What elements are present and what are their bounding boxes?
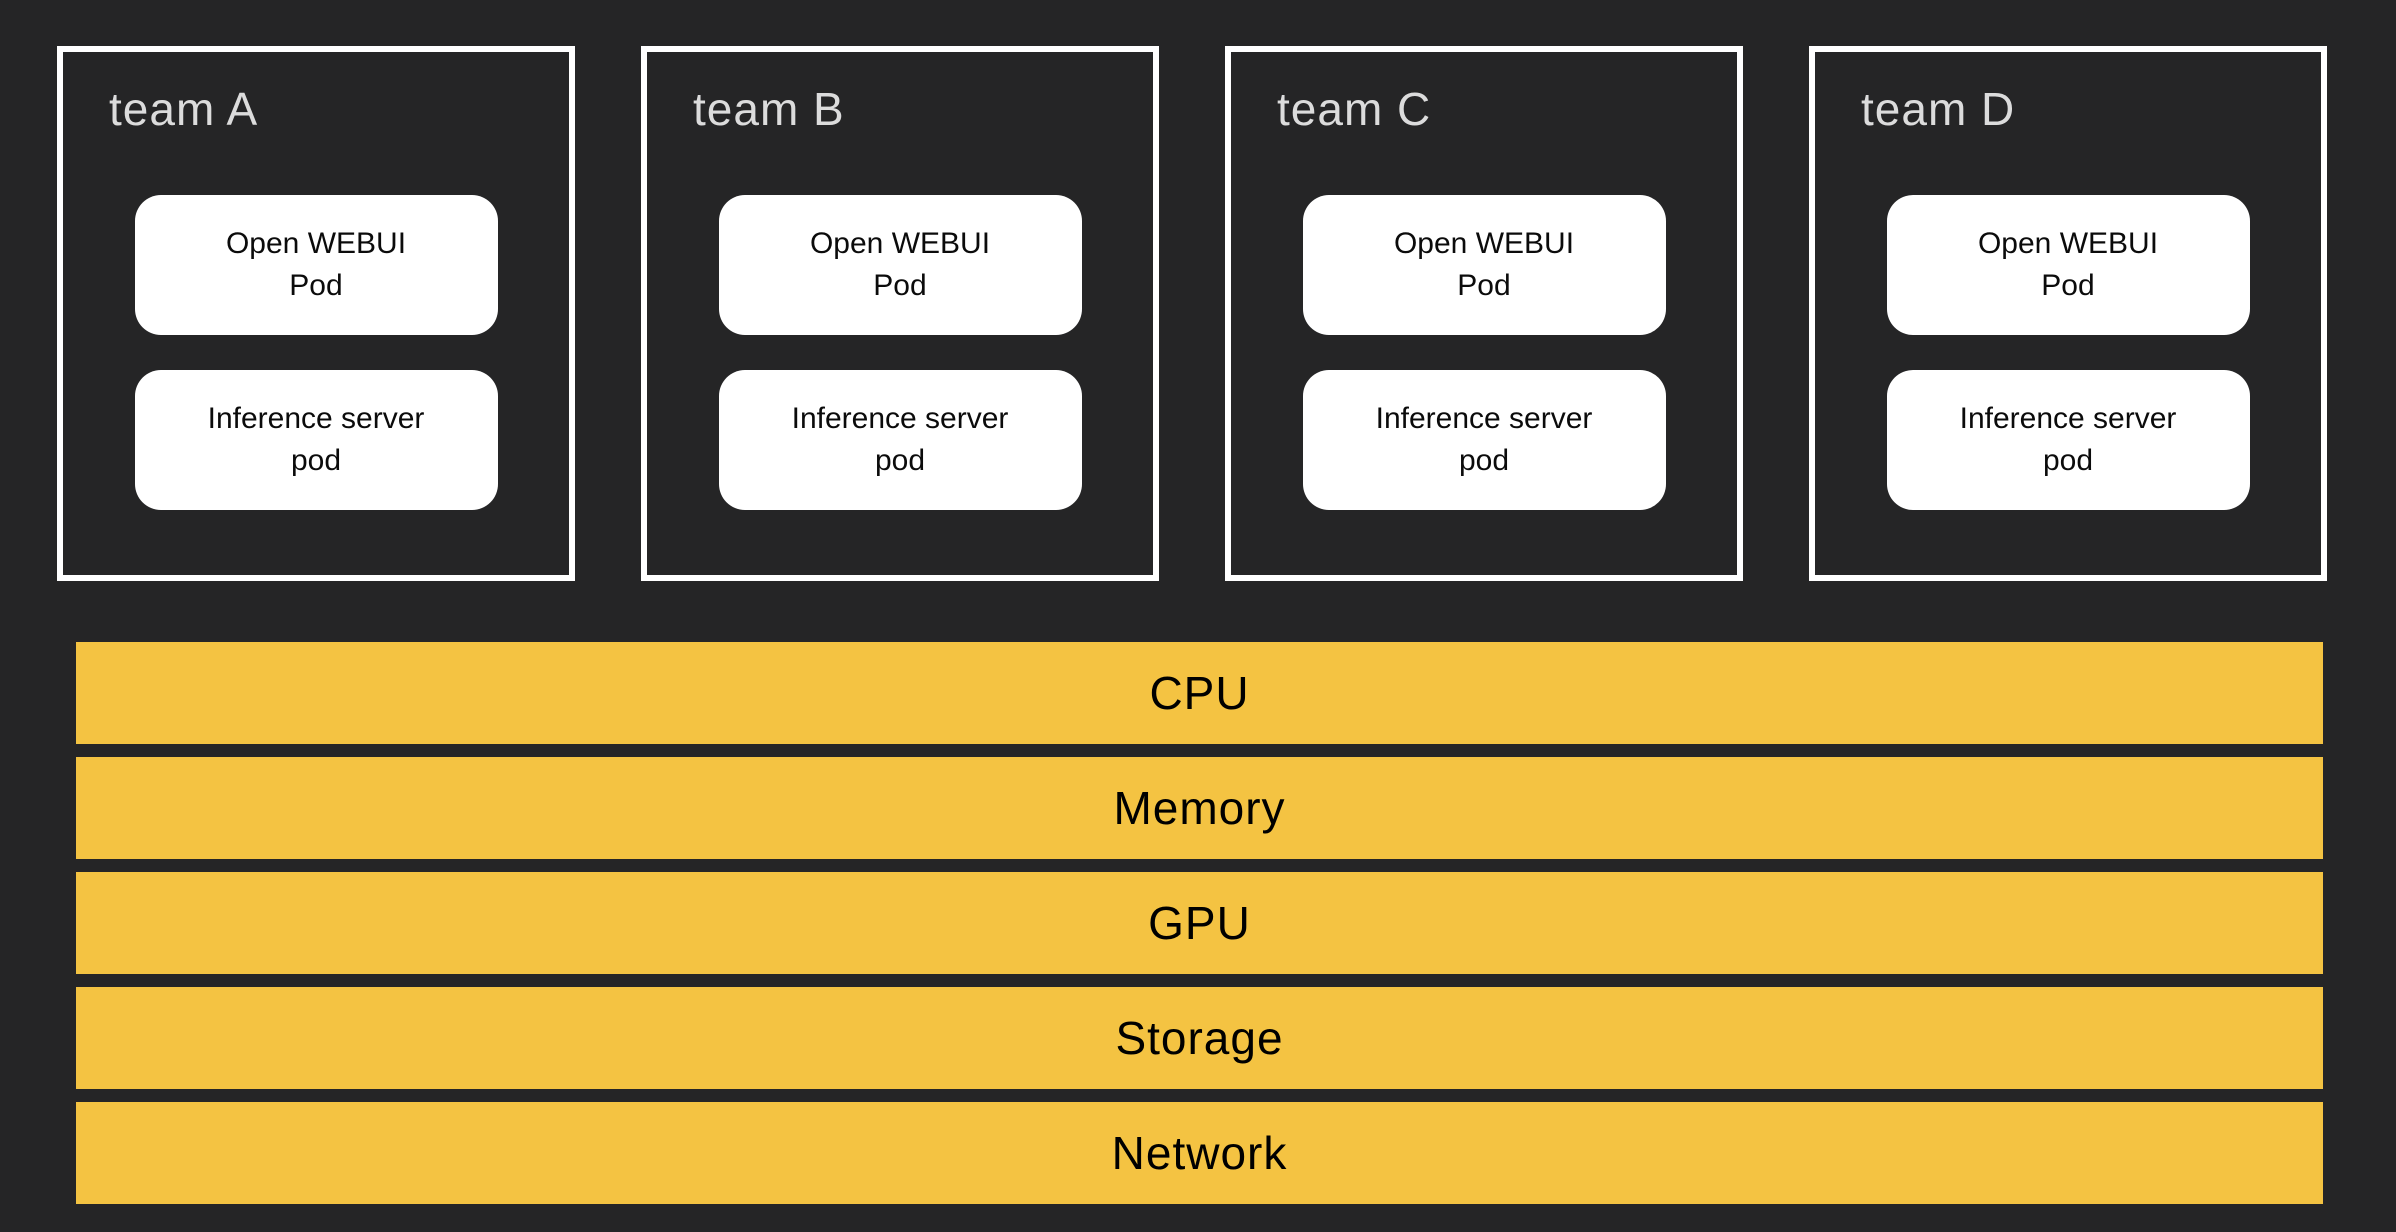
inference-server-pod: Inference server pod [134,370,498,511]
pod-label-line2: Pod [1457,269,1511,303]
team-b-label: team B [693,83,845,135]
pod-label-line1: Open WEBUI [225,226,407,260]
team-b-pods: Open WEBUI Pod Inference server pod [647,195,1153,511]
pod-label-line1: Inference server [1375,401,1593,435]
team-c-box: team C Open WEBUI Pod Inference server p… [1225,46,1743,581]
open-webui-pod: Open WEBUI Pod [1302,195,1666,336]
pod-label-line1: Open WEBUI [1393,226,1575,260]
open-webui-pod: Open WEBUI Pod [1886,195,2250,336]
resource-bar-memory: Memory [76,757,2323,859]
team-a-pods: Open WEBUI Pod Inference server pod [63,195,569,511]
pod-label-line1: Inference server [1959,401,2177,435]
resource-bar-cpu: CPU [76,642,2323,744]
pod-label-line1: Inference server [791,401,1009,435]
pod-label-line2: Pod [873,269,927,303]
team-c-pods: Open WEBUI Pod Inference server pod [1231,195,1737,511]
team-c-label: team C [1277,83,1432,135]
pod-label-line2: pod [874,444,926,478]
team-d-label: team D [1861,83,2016,135]
open-webui-pod: Open WEBUI Pod [718,195,1082,336]
pod-label-line1: Open WEBUI [1977,226,2159,260]
open-webui-pod: Open WEBUI Pod [134,195,498,336]
pod-label-line1: Open WEBUI [809,226,991,260]
pod-label-line2: Pod [289,269,343,303]
resource-bar-storage: Storage [76,987,2323,1089]
inference-server-pod: Inference server pod [1302,370,1666,511]
pod-label-line2: pod [290,444,342,478]
shared-resources-stack: CPU Memory GPU Storage Network [76,642,2323,1204]
inference-server-pod: Inference server pod [1886,370,2250,511]
pod-label-line2: pod [2042,444,2094,478]
teams-row: team A Open WEBUI Pod Inference server p… [57,46,2327,581]
pod-label-line2: pod [1458,444,1510,478]
team-b-box: team B Open WEBUI Pod Inference server p… [641,46,1159,581]
resource-bar-gpu: GPU [76,872,2323,974]
inference-server-pod: Inference server pod [718,370,1082,511]
team-a-box: team A Open WEBUI Pod Inference server p… [57,46,575,581]
resource-bar-network: Network [76,1102,2323,1204]
team-a-label: team A [109,83,259,135]
team-d-pods: Open WEBUI Pod Inference server pod [1815,195,2321,511]
team-d-box: team D Open WEBUI Pod Inference server p… [1809,46,2327,581]
pod-label-line1: Inference server [207,401,425,435]
pod-label-line2: Pod [2041,269,2095,303]
